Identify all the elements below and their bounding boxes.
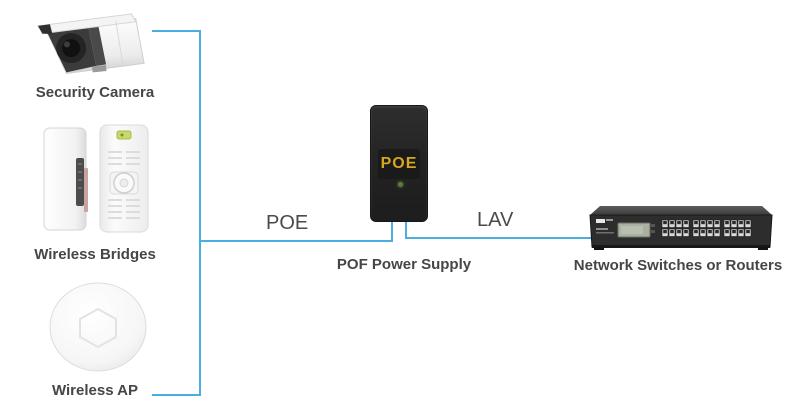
wire-label-lav: LAV — [477, 209, 514, 231]
poe-badge: POE — [378, 149, 420, 179]
poe-injector-icon: POE — [370, 105, 428, 222]
camera-label: Security Camera — [35, 84, 155, 101]
wire-lav-branch — [405, 222, 592, 239]
wire-poe-branch — [200, 222, 393, 242]
power-supply-label: POF Power Supply — [336, 256, 472, 273]
wire-trunk — [152, 30, 201, 396]
switch-label: Network Switches or Routers — [573, 257, 783, 274]
security-camera-icon — [37, 13, 145, 74]
ap-label: Wireless AP — [51, 382, 138, 399]
wireless-ap-icon — [49, 282, 147, 372]
poe-led-indicator — [398, 182, 403, 187]
network-switch-icon — [589, 206, 773, 250]
wireless-bridge-icon — [43, 124, 149, 233]
wire-label-poe: POE — [266, 212, 309, 234]
poe-badge-text: POE — [380, 155, 418, 172]
bridges-label: Wireless Bridges — [34, 246, 156, 263]
